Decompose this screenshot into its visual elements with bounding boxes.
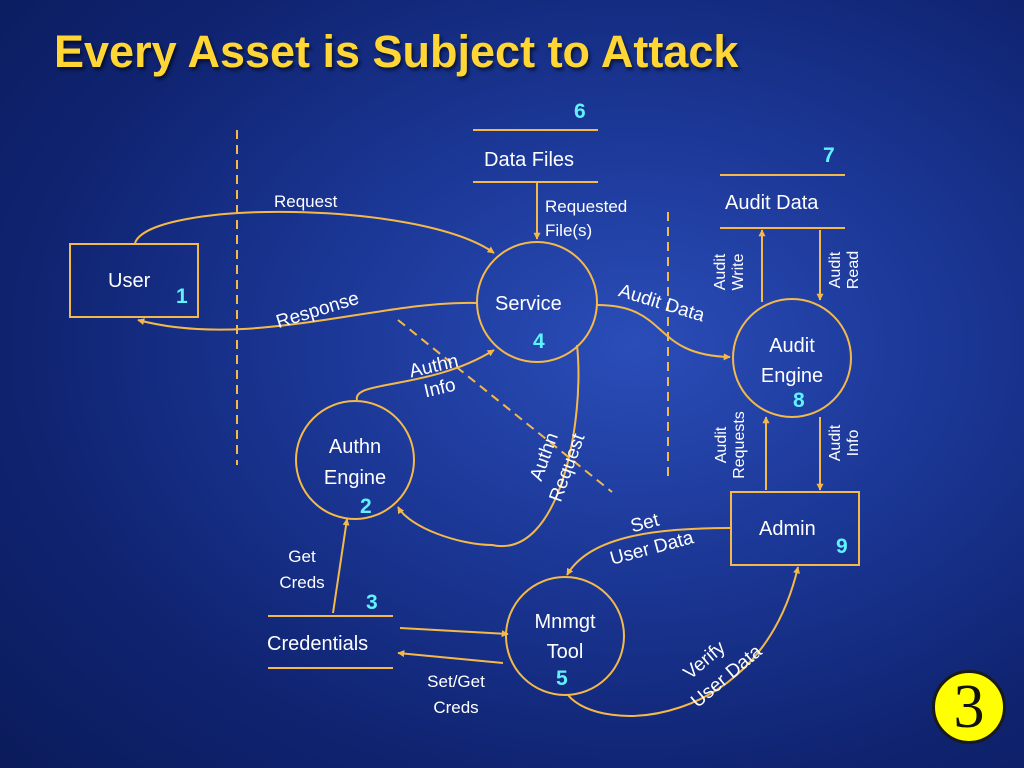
audit-requests-label-line2: Requests xyxy=(731,411,748,479)
audit-engine-label-line1: Audit xyxy=(769,335,815,357)
trust-boundary-diagonal xyxy=(397,319,613,493)
audit-write-label-line2: Write xyxy=(730,253,747,291)
user-box xyxy=(69,243,199,318)
mnmgt-tool-label-line1: Mnmgt xyxy=(534,611,596,633)
audit-read-label: Audit Read xyxy=(827,240,863,300)
mnmgt-tool-number: 5 xyxy=(556,667,568,690)
audit-info-label-line1: Audit xyxy=(827,424,844,462)
admin-box xyxy=(730,491,860,566)
user-label: User xyxy=(108,270,151,292)
authn-engine-number: 2 xyxy=(360,495,372,518)
request-flow xyxy=(134,210,495,254)
set-creds-flow xyxy=(399,627,509,638)
audit-data-store-number: 7 xyxy=(823,144,835,167)
authn-engine-label-line2: Engine xyxy=(323,467,387,489)
mnmgt-tool-label-line2: Tool xyxy=(546,641,584,663)
slide-title: Every Asset is Subject to Attack xyxy=(54,26,739,77)
credentials-label: Credentials xyxy=(267,633,369,655)
audit-requests-label: Audit Requests xyxy=(713,400,749,490)
audit-write-label: Audit Write xyxy=(712,242,748,302)
audit-data-flow xyxy=(596,304,731,361)
authn-engine-circle xyxy=(295,400,415,520)
get-creds-flow xyxy=(332,518,350,614)
audit-data-store-label: Audit Data xyxy=(725,192,819,214)
audit-engine-number: 8 xyxy=(793,389,805,412)
authn-info-flow xyxy=(355,349,495,401)
service-number: 4 xyxy=(533,330,545,353)
authn-request-flow xyxy=(397,344,580,548)
audit-requests-label-line1: Audit xyxy=(713,426,730,464)
response-flow xyxy=(137,301,478,331)
admin-label: Admin xyxy=(759,518,816,540)
audit-info-label: Audit Info xyxy=(827,413,863,473)
requested-files-label-line2: File(s) xyxy=(545,221,593,240)
credentials-number: 3 xyxy=(366,591,378,614)
user-number: 1 xyxy=(176,285,188,308)
service-label: Service xyxy=(495,293,562,315)
authn-engine-label-line1: Authn xyxy=(328,436,382,458)
admin-number: 9 xyxy=(836,535,848,558)
verify-user-data-flow xyxy=(567,566,800,717)
audit-engine-label-line2: Engine xyxy=(760,365,824,387)
get-creds-label-line2: Creds xyxy=(279,573,325,592)
get-creds-label-line1: Get xyxy=(288,547,316,566)
request-flow-label: Request xyxy=(274,192,338,211)
get-creds-return-flow xyxy=(397,650,504,664)
audit-write-label-line1: Audit xyxy=(712,253,729,291)
data-files-label: Data Files xyxy=(484,149,575,171)
audit-info-label-line2: Info xyxy=(845,429,862,457)
audit-read-label-line1: Audit xyxy=(827,251,844,289)
audit-read-label-line2: Read xyxy=(845,250,862,290)
audit-engine-circle xyxy=(732,298,852,418)
set-get-creds-label-line2: Creds xyxy=(433,698,479,717)
set-get-creds-label-line1: Set/Get xyxy=(427,672,485,691)
data-files-number: 6 xyxy=(574,100,586,123)
slide-number-badge: 3 xyxy=(932,670,1006,744)
requested-files-label-line1: Requested xyxy=(545,197,628,216)
set-user-data-flow xyxy=(566,527,731,576)
